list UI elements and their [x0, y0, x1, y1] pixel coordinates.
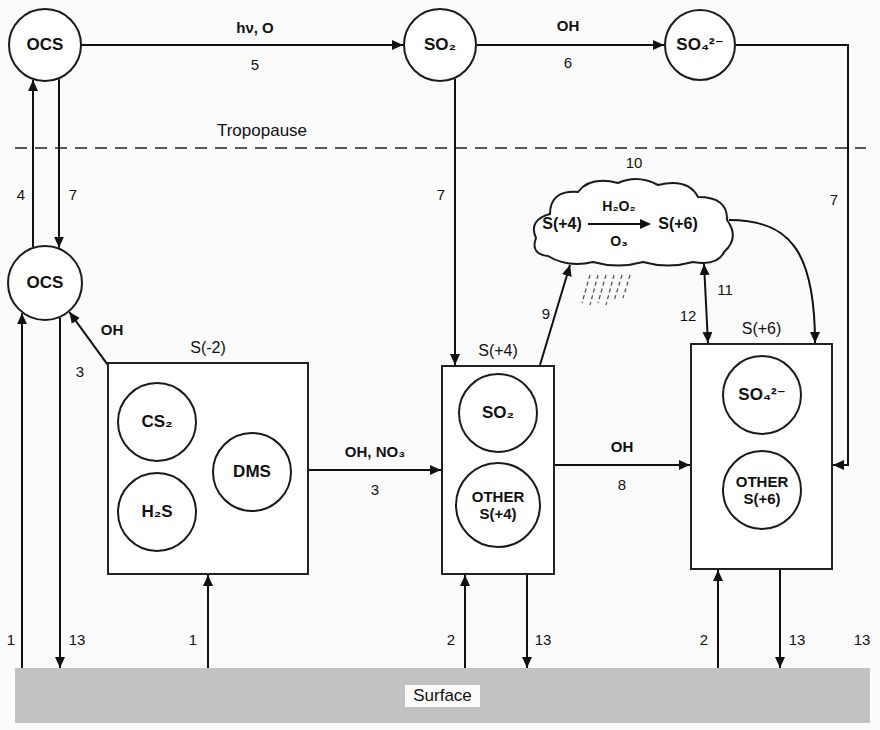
species-label: CS₂: [141, 412, 172, 432]
circle-shape: [213, 433, 291, 511]
species-circle: OTHER S(+6): [722, 450, 802, 530]
surface-label: Surface: [405, 685, 480, 707]
rain-streaks: [582, 275, 630, 305]
flux-arrow: [526, 575, 528, 668]
species-label: SO₄²⁻: [738, 385, 785, 405]
species-label: OCS: [27, 273, 64, 293]
edge-label: 13: [533, 632, 554, 649]
oxidation-state-box: S(+6)SO₄²⁻OTHER S(+6): [690, 343, 833, 570]
edge-label: 13: [67, 632, 88, 649]
species-circle: SO₄²⁻: [722, 355, 802, 435]
flux-arrow: [454, 79, 456, 365]
tropopause-line: [15, 147, 866, 149]
oxidation-state-box: S(+4)SO₂OTHER S(+4): [441, 365, 555, 575]
cloud-shape: [534, 179, 733, 266]
species-label: SO₄²⁻: [676, 35, 723, 55]
edge-label: 13: [787, 632, 808, 649]
circle-shape: [118, 473, 196, 551]
species-circle: SO₂: [458, 373, 538, 453]
edge-label: 7: [435, 187, 447, 204]
reaction-arrow: [588, 223, 642, 225]
species-circle: CS₂: [117, 382, 197, 462]
edge-label: OH: [555, 18, 582, 35]
circle-shape: [9, 9, 81, 81]
species-circle: SO₂: [403, 8, 477, 82]
cloud-node: S(+4) H₂O₂ O₃ S(+6): [528, 174, 740, 270]
edge-label: 9: [540, 306, 552, 323]
edge-label: 4: [15, 187, 27, 204]
species-circle: OCS: [8, 8, 82, 82]
edge-label: 7: [67, 187, 79, 204]
edge-label: OH: [99, 322, 126, 339]
process-number: 5: [249, 57, 261, 74]
box-heading: S(+6): [742, 320, 782, 338]
flux-arrow: [59, 318, 61, 668]
flux-arrow: [704, 264, 708, 343]
process-number: 6: [562, 55, 574, 72]
box-heading: S(+4): [478, 342, 518, 360]
flux-arrow: [717, 570, 719, 668]
cloud-label: S(+4): [542, 215, 582, 233]
process-number: 8: [616, 477, 628, 494]
species-label: DMS: [233, 462, 271, 482]
species-circle: DMS: [212, 432, 292, 512]
edge-label: 1: [187, 632, 199, 649]
edge-label: 7: [828, 192, 840, 209]
circle-shape: [118, 383, 196, 461]
cloud-label: H₂O₂: [602, 198, 635, 214]
circle-shape: [459, 374, 537, 452]
circle-shape: [404, 9, 476, 81]
flux-arrow: [207, 575, 209, 668]
flux-arrow: [32, 80, 34, 247]
species-label: OTHER S(+6): [731, 473, 793, 508]
species-circle: OCS: [7, 245, 83, 321]
edge-label: 2: [698, 632, 710, 649]
flux-arrow: [21, 313, 23, 668]
edge-label: 2: [445, 632, 457, 649]
species-circle: SO₄²⁻: [664, 9, 736, 81]
species-circle: OTHER S(+4): [455, 462, 541, 548]
species-label: H₂S: [141, 502, 172, 522]
process-number: 3: [74, 364, 86, 381]
flux-arrow: [82, 44, 403, 46]
process-number: 3: [369, 482, 381, 499]
process-number: 12: [678, 308, 699, 325]
species-circle: H₂S: [117, 472, 197, 552]
circle-shape: [665, 10, 735, 80]
flux-arrow: [779, 570, 781, 668]
flux-arrow: [540, 265, 570, 365]
surface-band: Surface: [15, 668, 870, 723]
edge-label: 1: [5, 632, 17, 649]
circle-shape: [456, 463, 540, 547]
flux-arrow: [309, 469, 441, 471]
cloud-label: O₃: [610, 233, 627, 249]
species-label: SO₂: [424, 35, 456, 55]
cloud-label: S(+6): [658, 215, 698, 233]
species-label: OTHER S(+4): [467, 488, 529, 523]
edge-label: hν, O: [234, 20, 276, 37]
flux-arrow: [58, 79, 60, 248]
species-label: SO₂: [482, 403, 514, 423]
flux-arrow: [464, 575, 466, 668]
edge-label: 11: [715, 282, 735, 299]
circle-shape: [723, 451, 801, 529]
flux-arrow: [555, 464, 690, 466]
oxidation-state-box: S(-2)CS₂H₂SDMS: [107, 362, 309, 575]
edge-label: OH: [609, 439, 636, 456]
circle-shape: [723, 356, 801, 434]
box-heading: S(-2): [190, 339, 226, 357]
flux-arrow: [477, 44, 664, 46]
process-number: 13: [852, 632, 873, 649]
reaction-arrowhead: [640, 219, 651, 229]
region-label: Tropopause: [215, 122, 309, 141]
edge-label: OH, NO₃: [343, 444, 407, 461]
flux-arrow: [729, 220, 815, 343]
species-label: OCS: [27, 35, 64, 55]
circle-shape: [8, 246, 82, 320]
process-number: 10: [624, 155, 645, 172]
